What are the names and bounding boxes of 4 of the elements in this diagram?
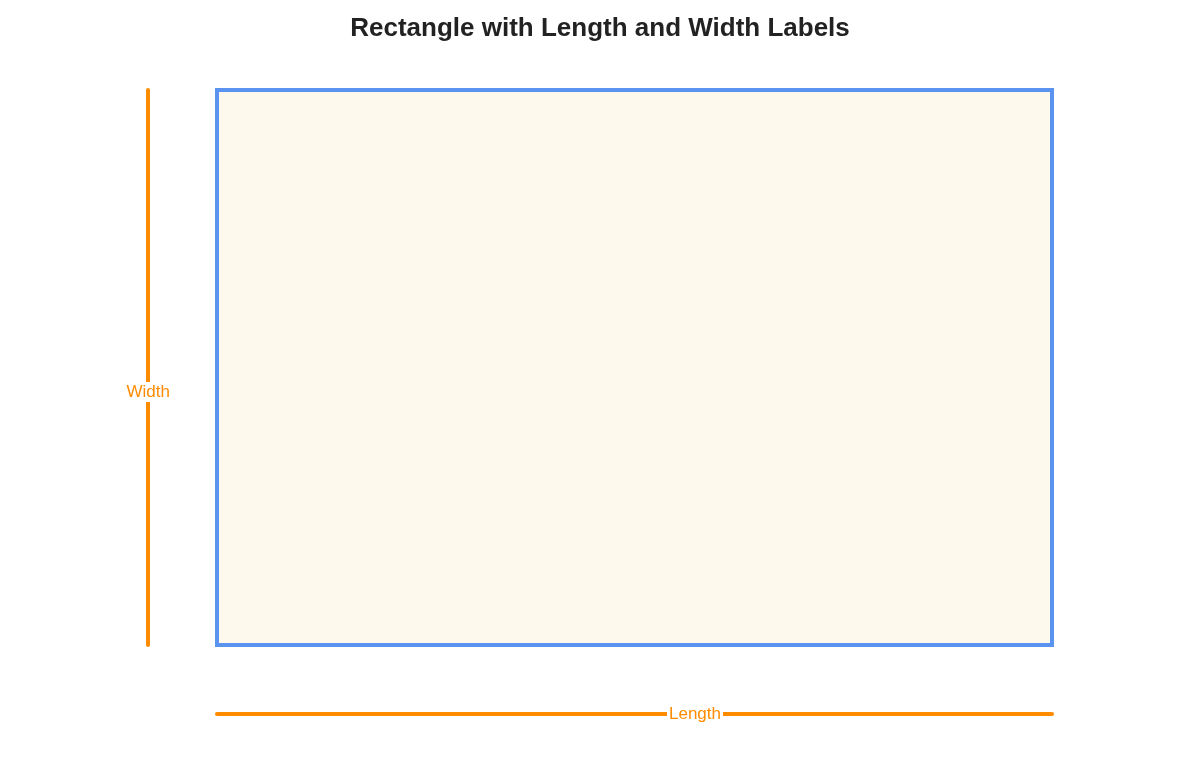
dimension-label: Width xyxy=(124,382,172,402)
rectangle-shape xyxy=(215,88,1054,647)
dimension-label: Length xyxy=(667,704,723,724)
diagram-title: Rectangle with Length and Width Labels xyxy=(349,12,851,43)
